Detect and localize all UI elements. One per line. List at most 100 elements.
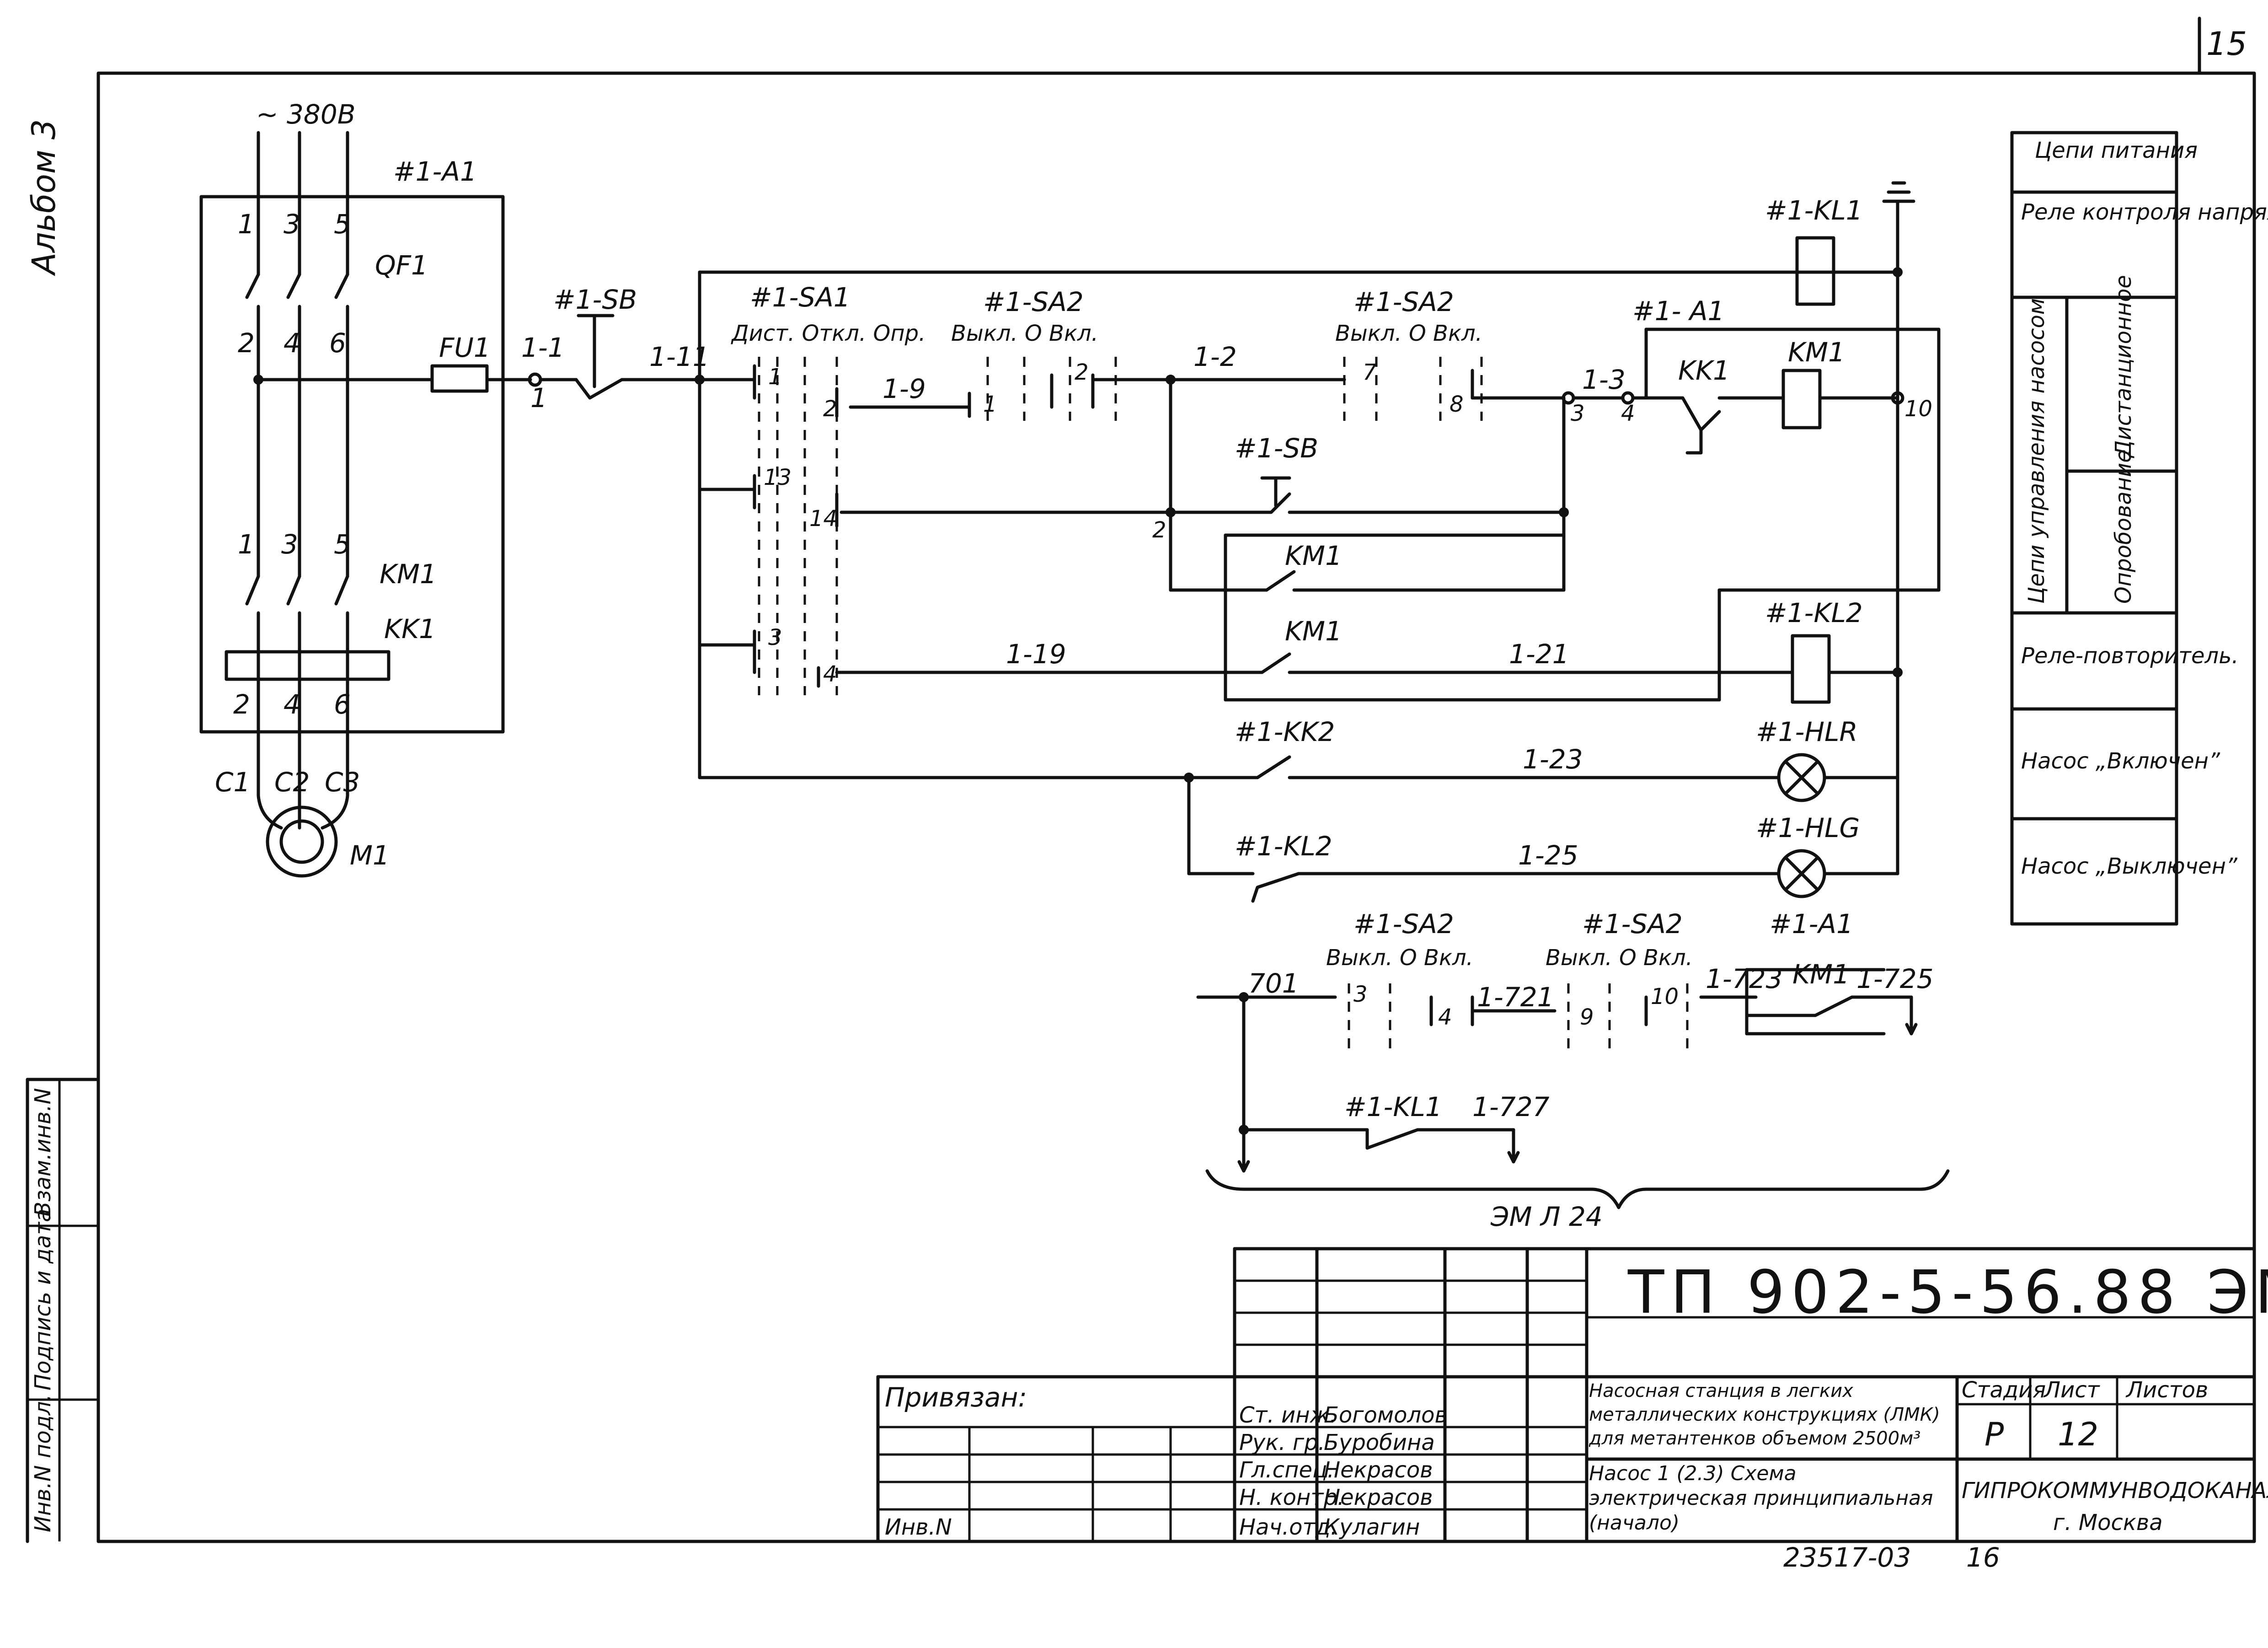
panel-a1-label: #1-A1 — [393, 156, 477, 187]
wire-701: 701 — [1248, 968, 1299, 999]
km1-hold-label: KM1 — [1285, 540, 1342, 571]
lead-c3: C3 — [325, 767, 360, 798]
contact-num: 2 — [823, 396, 837, 422]
kk1-contact-label: KK1 — [1678, 355, 1730, 386]
sa2-a-label: #1-SA2 — [983, 286, 1084, 317]
coil-km1 — [1781, 369, 1822, 429]
breaker-qf1-label: QF1 — [375, 250, 428, 281]
sheet-value: 12 — [2058, 1416, 2098, 1453]
motor-m1-label: M1 — [350, 840, 390, 871]
kl2-nc-label: #1-KL2 — [1235, 831, 1332, 862]
terminal-5: 5 — [334, 209, 351, 240]
sheets-header: Листов — [2125, 1377, 2208, 1403]
sa1-modes: Дист. Откл. Опр. — [731, 321, 925, 346]
fuse-fu1-label: FU1 — [439, 332, 491, 363]
wire-1-725: 1-725 — [1856, 963, 1934, 994]
contact-num: 13 — [764, 465, 792, 490]
legend-repeater: Реле-повторитель. — [2021, 643, 2239, 669]
node-1: 1 — [530, 382, 547, 413]
thermal-relay-kk1 — [225, 650, 390, 681]
panel-a1-frame — [199, 195, 505, 734]
terminal-2: 2 — [238, 327, 255, 359]
terminal-3b: 3 — [281, 529, 298, 560]
lead-c2: C2 — [274, 767, 310, 798]
fuse-fu1 — [430, 364, 489, 393]
contact-num: 4 — [823, 661, 837, 687]
role-4: Н. контр. — [1239, 1485, 1344, 1510]
legend-power: Цепи питания — [2035, 138, 2198, 163]
terminal-6b: 6 — [334, 689, 351, 720]
terminal-5b: 5 — [334, 529, 351, 560]
lead-c1: C1 — [215, 767, 250, 798]
page-number: 16 — [1966, 1542, 2000, 1573]
stage-value: Р — [1984, 1416, 2004, 1453]
control-circuit — [528, 181, 1941, 903]
contact-num: 4 — [1621, 401, 1635, 426]
terminal-3: 3 — [284, 209, 300, 240]
sa2-b-label: #1-SA2 — [1353, 286, 1454, 317]
title-block — [876, 1247, 2256, 1543]
hlr-label: #1-HLR — [1756, 716, 1858, 747]
bound-label: Привязан: — [885, 1382, 1027, 1413]
inv-label: Инв.N — [885, 1514, 952, 1540]
wire-1-2: 1-2 — [1193, 341, 1237, 372]
stamp-signature: Подпись и дата — [30, 1208, 56, 1390]
terminal-6: 6 — [329, 327, 346, 359]
contact-4: 4 — [1438, 1004, 1452, 1030]
stamp-inv-podl: Инв.N подл. — [30, 1394, 56, 1532]
sheet-header: Лист — [2043, 1377, 2101, 1403]
relay-kk1-label: KK1 — [384, 613, 436, 644]
kl2-label: #1-KL2 — [1765, 597, 1863, 628]
power-circuit — [199, 131, 532, 878]
document-code: ТП 902-5-56.88 ЭМ — [1627, 1257, 2268, 1327]
name-4: Некрасов — [1324, 1485, 1433, 1510]
terminal-1: 1 — [238, 209, 255, 240]
legend-remote: Дистанционное — [2111, 275, 2136, 458]
wire-1-3: 1-3 — [1582, 364, 1626, 395]
terminal-4b: 4 — [284, 689, 300, 720]
kk2-label: #1-KK2 — [1235, 716, 1335, 747]
sa2-c-label: #1-SA2 — [1353, 908, 1454, 939]
sb2-label: #1-SB — [1235, 433, 1318, 464]
role-1: Ст. инж. — [1239, 1402, 1337, 1428]
name-2: Буробина — [1324, 1430, 1435, 1455]
legend-pump-on: Насос „Включен” — [2021, 748, 2220, 774]
km1-repeat-label: KM1 — [1285, 616, 1342, 647]
coil-kl2 — [1791, 634, 1831, 704]
corner-number: 15 — [2206, 25, 2247, 63]
contact-3: 3 — [1353, 982, 1368, 1007]
contact-num: 10 — [1904, 396, 1932, 422]
wire-1-723: 1-723 — [1706, 963, 1783, 994]
sa2-d-label: #1-SA2 — [1582, 908, 1683, 939]
sa2-b-modes: Выкл. О Вкл. — [1335, 321, 1482, 346]
sa2-c-modes: Выкл. О Вкл. — [1326, 945, 1473, 971]
legend-pump-off: Насос „Выключен” — [2021, 854, 2238, 879]
reference-label: ЭМ Л 24 — [1490, 1201, 1603, 1232]
terminal-4: 4 — [284, 327, 300, 359]
stamp-vzam: Взам.инв.N — [30, 1088, 56, 1217]
wire-1-9: 1-9 — [883, 373, 926, 404]
hlg-label: #1-HLG — [1756, 812, 1860, 843]
km1-bottom-label: KM1 — [1792, 959, 1850, 990]
contact-num: 3 — [1571, 401, 1585, 426]
legend-control: Цепи управления насосом — [2024, 298, 2049, 604]
km1-coil-label: KM1 — [1788, 337, 1845, 368]
wire-1-23: 1-23 — [1523, 744, 1583, 775]
role-3: Гл.спец. — [1239, 1457, 1334, 1483]
motor-m1 — [266, 805, 338, 878]
contact-9: 9 — [1580, 1004, 1594, 1030]
terminal-1b: 1 — [238, 529, 255, 560]
stage-header: Стадия — [1962, 1377, 2046, 1403]
legend-table — [2010, 131, 2178, 926]
legend-test: Опробование — [2111, 449, 2136, 604]
sheet-frame — [26, 16, 2256, 1543]
contact-num: 14 — [809, 506, 837, 531]
contact-num: 3 — [768, 625, 782, 650]
role-2: Рук. гр. — [1239, 1430, 1325, 1455]
project-description: Насосная станция в легких металлических … — [1589, 1380, 1940, 1449]
kl1-bottom-label: #1-KL1 — [1344, 1091, 1442, 1122]
supply-label: ~ 380В — [256, 99, 356, 130]
bottom-circuit — [1196, 968, 1950, 1209]
name-5: Кулагин — [1324, 1514, 1420, 1540]
